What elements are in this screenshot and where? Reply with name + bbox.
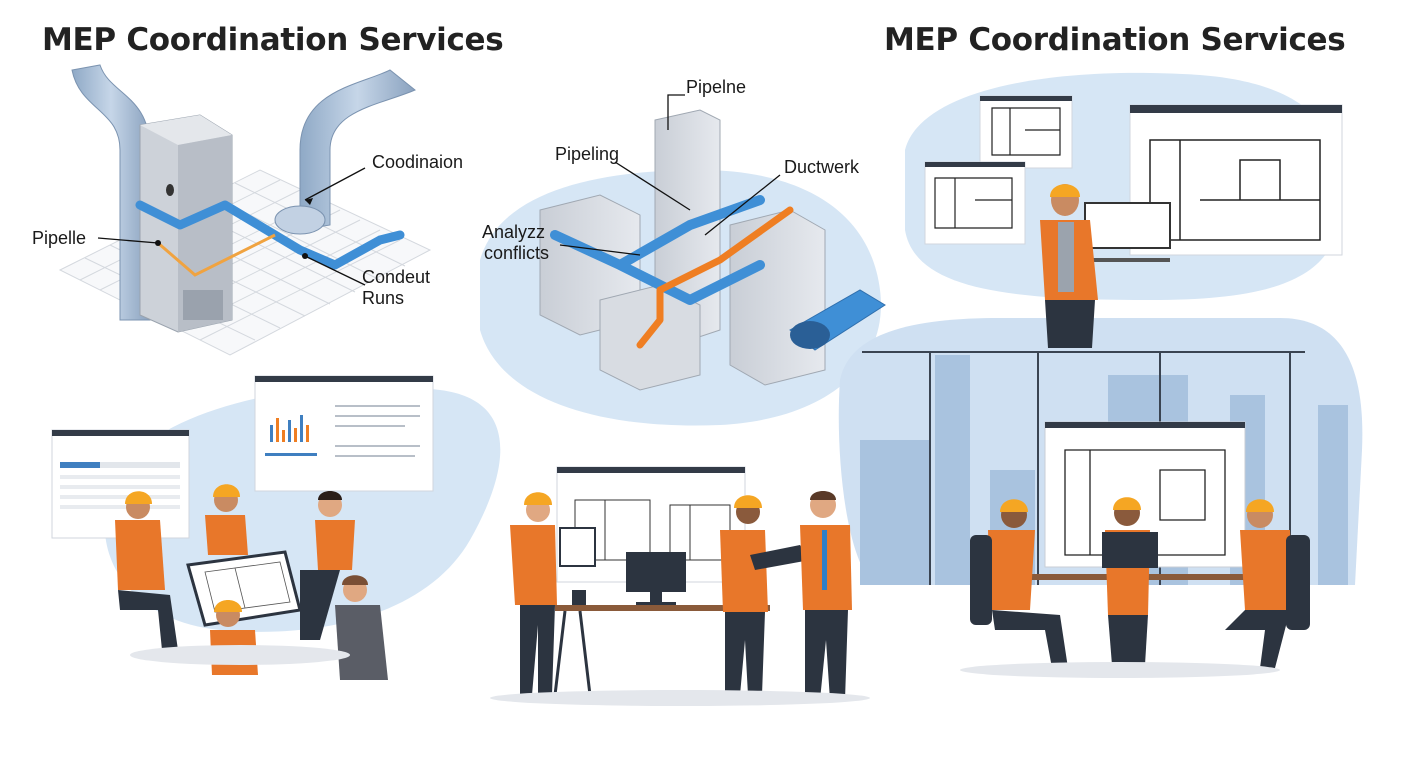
floorplan-window-large [1129, 104, 1343, 256]
standing-desk [555, 605, 770, 611]
label-conduit-line1: Condeut [362, 267, 431, 287]
bottom-right-scene [860, 351, 1348, 678]
mini-bar-chart [270, 415, 309, 442]
team-member-5 [335, 575, 388, 680]
team-member-1 [115, 491, 178, 650]
desktop-monitor [626, 552, 686, 605]
floorplan-window-small-1 [979, 95, 1073, 169]
center-mep-diagram [539, 94, 886, 391]
label-pipeline-left: Pipelle [32, 228, 87, 248]
left-mep-diagram [58, 64, 432, 356]
engineer-with-laptop [1040, 184, 1098, 348]
laptop-screen [1084, 202, 1171, 249]
window-frame [862, 351, 1305, 585]
floorplan-window-small-2 [924, 161, 1026, 245]
laptop-base [1080, 258, 1170, 262]
label-pipeline-center: Pipelne [686, 77, 747, 97]
label-piping: Pipeling [555, 144, 620, 164]
engineer-with-tie [800, 491, 852, 700]
label-ductwork: Ductwerk [784, 157, 860, 177]
bottom-center-scene [490, 466, 870, 706]
blue-pipe [135, 200, 405, 270]
label-analyze-line2: conflicts [484, 243, 550, 263]
blueprint-board [186, 550, 302, 627]
center-orange-pipe [636, 206, 794, 349]
engineer-center [720, 495, 810, 695]
meeting-person-right [1225, 499, 1310, 668]
page-title-right: MEP Coordination Services [884, 22, 1346, 58]
top-right-scene [924, 95, 1343, 348]
center-blue-pipe [550, 195, 765, 305]
laptop [1102, 532, 1158, 568]
team-member-3 [300, 491, 355, 640]
meeting-person-center [1102, 497, 1158, 665]
label-coordination: Coodinaion [372, 152, 464, 172]
dashboard-window-chart [254, 375, 434, 492]
label-conduit-line2: Runs [362, 288, 405, 308]
tablet [559, 527, 596, 567]
orange-conduit [157, 233, 276, 277]
pen-cup [572, 590, 586, 605]
duct-right [299, 69, 416, 231]
engineer-with-tablet [510, 492, 596, 695]
page-title-left: MEP Coordination Services [42, 22, 504, 58]
label-analyze-line1: Analyzz [482, 222, 546, 242]
floor-grid [58, 169, 432, 356]
team-member-2 [205, 484, 248, 555]
bottom-left-scene [51, 375, 434, 680]
meeting-person-left [970, 499, 1068, 668]
clipboard [750, 545, 810, 570]
